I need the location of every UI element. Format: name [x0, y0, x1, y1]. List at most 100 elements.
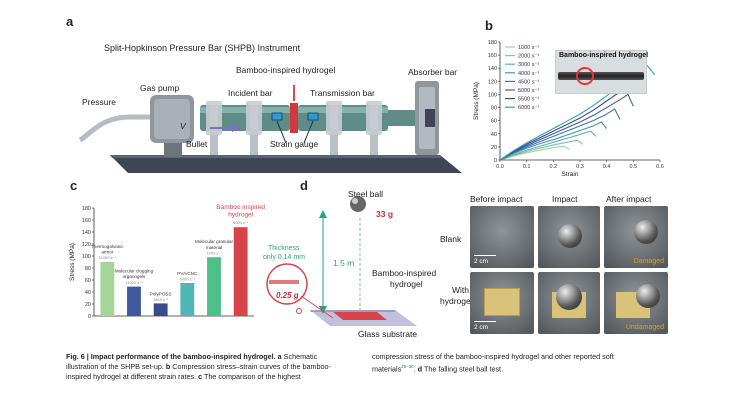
- photo-hydrogel-impact: [538, 272, 600, 334]
- bar-rate-label: 11000 s⁻¹: [125, 280, 143, 285]
- y-tick-label: 120: [82, 242, 91, 248]
- steel-ball-photo: [634, 220, 658, 244]
- hydrogel-film: [333, 312, 387, 320]
- label-absorber: Absorber bar: [408, 67, 458, 77]
- bar-label: organogels: [123, 274, 146, 279]
- y-tick-label: 100: [82, 254, 91, 260]
- label-hydrogel-d1: Bamboo-inspired: [372, 268, 437, 278]
- steel-ball-photo: [556, 284, 582, 310]
- bar-label: Molecular granular: [195, 239, 234, 244]
- y-tick-label: 140: [82, 230, 91, 236]
- label-pressure: Pressure: [82, 97, 117, 107]
- x-tick-label: 0.5: [630, 164, 638, 170]
- caption-c: c: [196, 372, 203, 381]
- y-tick-label: 60: [85, 278, 91, 284]
- legend-label: 3000 s⁻¹: [518, 62, 539, 68]
- legend-label: 2000 s⁻¹: [518, 54, 539, 60]
- caption-left: Fig. 6 | Impact performance of the bambo…: [66, 352, 358, 382]
- series-line: [499, 121, 608, 161]
- col-impact: Impact: [552, 194, 578, 204]
- strain-gauge-right: [307, 112, 319, 121]
- label-thickness-1: Thickness: [268, 245, 300, 252]
- bar-label: Bamboo inspired: [216, 204, 265, 211]
- y-tick-label: 0: [494, 158, 497, 164]
- caption-text-1: Schematic: [281, 352, 318, 361]
- label-substrate: Glass substrate: [358, 329, 418, 339]
- caption-fig-title: Fig. 6 | Impact performance of the bambo…: [66, 352, 276, 361]
- legend-label: 6000 s⁻¹: [518, 105, 539, 111]
- x-tick-label: 0.6: [656, 164, 664, 170]
- y-tick-label: 0: [88, 314, 91, 320]
- caption-text-2: illustration of the SHPB set-up.: [66, 362, 164, 371]
- caption-text-5: The comparison of the highest: [202, 372, 301, 381]
- bar-rate-label: 6000 s⁻¹: [233, 220, 249, 225]
- bar-label: armor: [101, 250, 113, 255]
- x-axis-label: Strain: [562, 171, 579, 178]
- inset-red-circle: [576, 67, 594, 85]
- bar-label: material: [206, 245, 222, 250]
- row-with-2: hydrogel: [440, 296, 473, 306]
- bar: [100, 262, 115, 316]
- hydrogel-film-photo: [484, 288, 520, 316]
- hydrogel-sample: [290, 103, 298, 133]
- legend-label: 1000 s⁻¹: [518, 45, 539, 51]
- row-blank: Blank: [440, 234, 462, 244]
- label-gas-pump: Gas pump: [140, 83, 180, 93]
- scale-label: 2 cm: [474, 258, 489, 265]
- caption-right-2: materials: [372, 364, 402, 374]
- bar: [127, 286, 141, 316]
- y-tick-label: 80: [491, 106, 497, 112]
- caption-right-1: compression stress of the bamboo-inspire…: [372, 352, 614, 361]
- y-tick-label: 20: [85, 302, 91, 308]
- bar: [207, 257, 221, 316]
- label-transmission: Transmission bar: [310, 88, 375, 98]
- bar: [153, 303, 168, 316]
- label-sample-mass: 0.25 g: [276, 291, 299, 300]
- bar-rate-label: 1865 s⁻¹: [153, 297, 169, 302]
- caption-right: compression stress of the bamboo-inspire…: [372, 352, 682, 374]
- caption-right-4: The falling steel ball test.: [422, 364, 504, 374]
- y-tick-label: 160: [488, 53, 497, 59]
- label-velocity: V: [180, 121, 186, 131]
- legend-label: 4000 s⁻¹: [518, 71, 539, 77]
- y-tick-label: 100: [488, 92, 497, 98]
- y-axis-label: Stress (MPa): [473, 82, 480, 120]
- panel-d-letter: d: [300, 178, 308, 193]
- legend-label: 5000 s⁻¹: [518, 88, 539, 94]
- bar-label: Thermogalvanic: [91, 244, 124, 249]
- pressure-hose: [78, 114, 160, 143]
- scale-label: 2 cm: [474, 324, 489, 331]
- y-tick-label: 60: [491, 119, 497, 125]
- panel-b-letter: b: [485, 18, 493, 33]
- label-thickness-2: only 0.14 mm: [263, 254, 306, 261]
- caption-a: a: [275, 352, 282, 361]
- steel-ball-photo: [636, 284, 660, 308]
- photo-hydrogel-before: 2 cm: [470, 272, 534, 334]
- photo-blank-after: Damaged: [604, 206, 668, 268]
- series-line: [499, 130, 597, 161]
- col-after-impact: After impact: [606, 194, 652, 204]
- series-line: [499, 108, 621, 161]
- inset-title: Bamboo-inspired hydrogel: [559, 52, 649, 59]
- absorber-bar-stub: [388, 110, 418, 126]
- x-tick-label: 0.3: [576, 164, 584, 170]
- x-tick-label: 0.2: [550, 164, 558, 170]
- x-tick-label: 0.0: [496, 164, 504, 170]
- photo-hydrogel-after: Undamaged: [604, 272, 668, 334]
- label-height: 1.5 m: [333, 258, 355, 268]
- legend-label: 5500 s⁻¹: [518, 97, 539, 103]
- bar-rate-label: 11000 s⁻¹: [99, 255, 117, 260]
- strain-gauge-left: [271, 112, 283, 121]
- y-tick-label: 180: [488, 40, 497, 46]
- y-tick-label: 160: [82, 218, 91, 224]
- row-with-1: With: [452, 285, 469, 295]
- steel-ball-photo: [558, 224, 582, 248]
- series-line: [499, 145, 570, 161]
- caption-text-4: inspired hydrogel at different strain ra…: [66, 372, 197, 381]
- bar-label: Molecular clogging: [115, 269, 154, 274]
- y-tick-label: 140: [488, 66, 497, 72]
- photo-blank-impact: [538, 206, 600, 268]
- bar-rate-label: 6000 s⁻¹: [180, 277, 196, 282]
- caption-right-3: .: [413, 364, 418, 374]
